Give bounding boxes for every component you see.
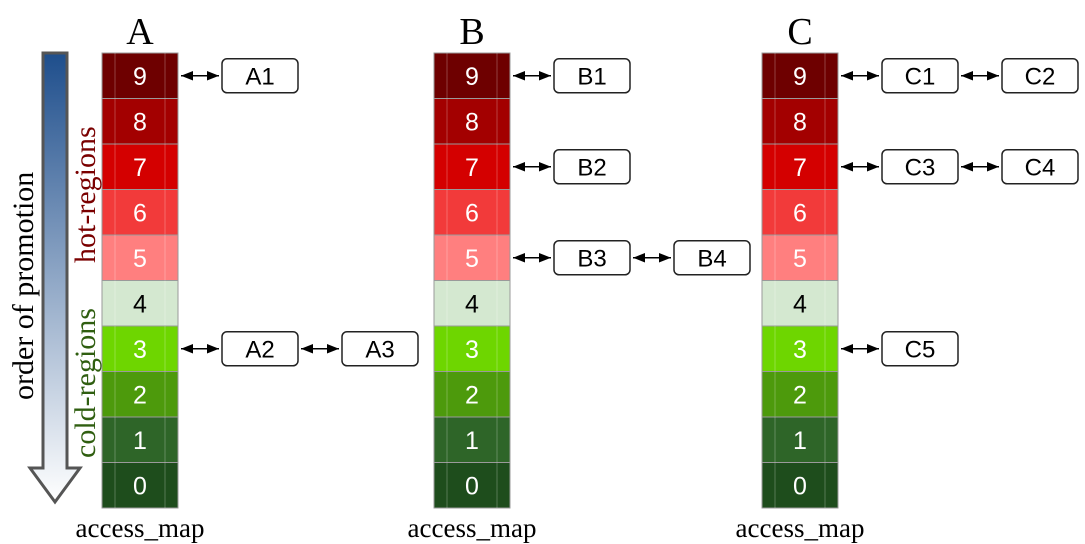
region-node-label: C1: [905, 63, 936, 90]
level-number: 3: [465, 336, 479, 364]
level-number: 0: [465, 472, 479, 500]
level-cell-7: [101, 143, 179, 190]
level-number: 8: [465, 108, 479, 136]
level-cell-5: [101, 234, 179, 281]
region-node-box: [881, 331, 959, 367]
region-node-box: [553, 149, 631, 185]
level-number: 0: [133, 472, 147, 500]
level-number: 1: [793, 427, 807, 455]
level-cell-5: [433, 234, 511, 281]
column-title: A: [126, 11, 154, 53]
region-node-label: C2: [1025, 63, 1056, 90]
region-node-box: [1001, 58, 1079, 94]
level-cell-8: [761, 98, 839, 145]
hot-regions-label: hot-regions: [69, 126, 102, 263]
level-cell-4: [101, 280, 179, 327]
level-cell-1: [761, 416, 839, 463]
cold-regions-label: cold-regions: [69, 308, 102, 458]
level-cell-0: [761, 462, 839, 509]
column-title: C: [787, 11, 812, 53]
level-cell-8: [433, 98, 511, 145]
region-node-box: [553, 58, 631, 94]
level-number: 2: [465, 381, 479, 409]
level-cell-7: [761, 143, 839, 190]
promotion-arrow-icon: [27, 51, 83, 505]
level-number: 8: [133, 108, 147, 136]
level-number: 4: [465, 290, 479, 318]
level-cell-3: [761, 325, 839, 372]
access-map-caption: access_map: [736, 513, 865, 543]
level-cell-9: [761, 52, 839, 99]
level-number: 7: [793, 154, 807, 182]
level-number: 0: [793, 472, 807, 500]
order-of-promotion-label: order of promotion: [7, 172, 40, 400]
region-node-label: A3: [365, 336, 394, 363]
level-number: 9: [133, 63, 147, 91]
level-number: 4: [793, 290, 807, 318]
region-node-label: B3: [577, 245, 606, 272]
level-cell-6: [761, 189, 839, 236]
level-number: 3: [793, 336, 807, 364]
level-cell-2: [433, 371, 511, 418]
region-node-label: B1: [577, 63, 606, 90]
level-cell-4: [761, 280, 839, 327]
level-number: 9: [465, 63, 479, 91]
level-number: 1: [465, 427, 479, 455]
level-number: 9: [793, 63, 807, 91]
level-cell-0: [101, 462, 179, 509]
access-map-caption: access_map: [408, 513, 537, 543]
level-cell-4: [433, 280, 511, 327]
region-node-box: [881, 58, 959, 94]
level-number: 6: [465, 199, 479, 227]
level-number: 6: [133, 199, 147, 227]
level-cell-9: [433, 52, 511, 99]
access-map-caption: access_map: [76, 513, 205, 543]
region-node-label: B4: [697, 245, 726, 272]
level-number: 1: [133, 427, 147, 455]
level-cell-6: [433, 189, 511, 236]
region-node-box: [221, 331, 299, 367]
region-node-box: [673, 240, 751, 276]
level-cell-3: [101, 325, 179, 372]
region-node-label: B2: [577, 154, 606, 181]
region-node-box: [341, 331, 419, 367]
level-number: 5: [465, 245, 479, 273]
level-cell-0: [433, 462, 511, 509]
level-number: 6: [793, 199, 807, 227]
level-cell-2: [101, 371, 179, 418]
level-cell-3: [433, 325, 511, 372]
level-number: 3: [133, 336, 147, 364]
region-node-box: [553, 240, 631, 276]
level-number: 8: [793, 108, 807, 136]
level-cell-8: [101, 98, 179, 145]
region-node-box: [221, 58, 299, 94]
level-number: 5: [133, 245, 147, 273]
region-node-label: A1: [245, 63, 274, 90]
region-node-label: A2: [245, 336, 274, 363]
level-number: 7: [465, 154, 479, 182]
region-node-label: C4: [1025, 154, 1056, 181]
level-number: 2: [133, 381, 147, 409]
level-number: 5: [793, 245, 807, 273]
level-number: 7: [133, 154, 147, 182]
region-node-label: C5: [905, 336, 936, 363]
level-number: 2: [793, 381, 807, 409]
column-title: B: [459, 11, 484, 53]
region-node-box: [881, 149, 959, 185]
level-number: 4: [133, 290, 147, 318]
region-node-label: C3: [905, 154, 936, 181]
region-node-box: [1001, 149, 1079, 185]
